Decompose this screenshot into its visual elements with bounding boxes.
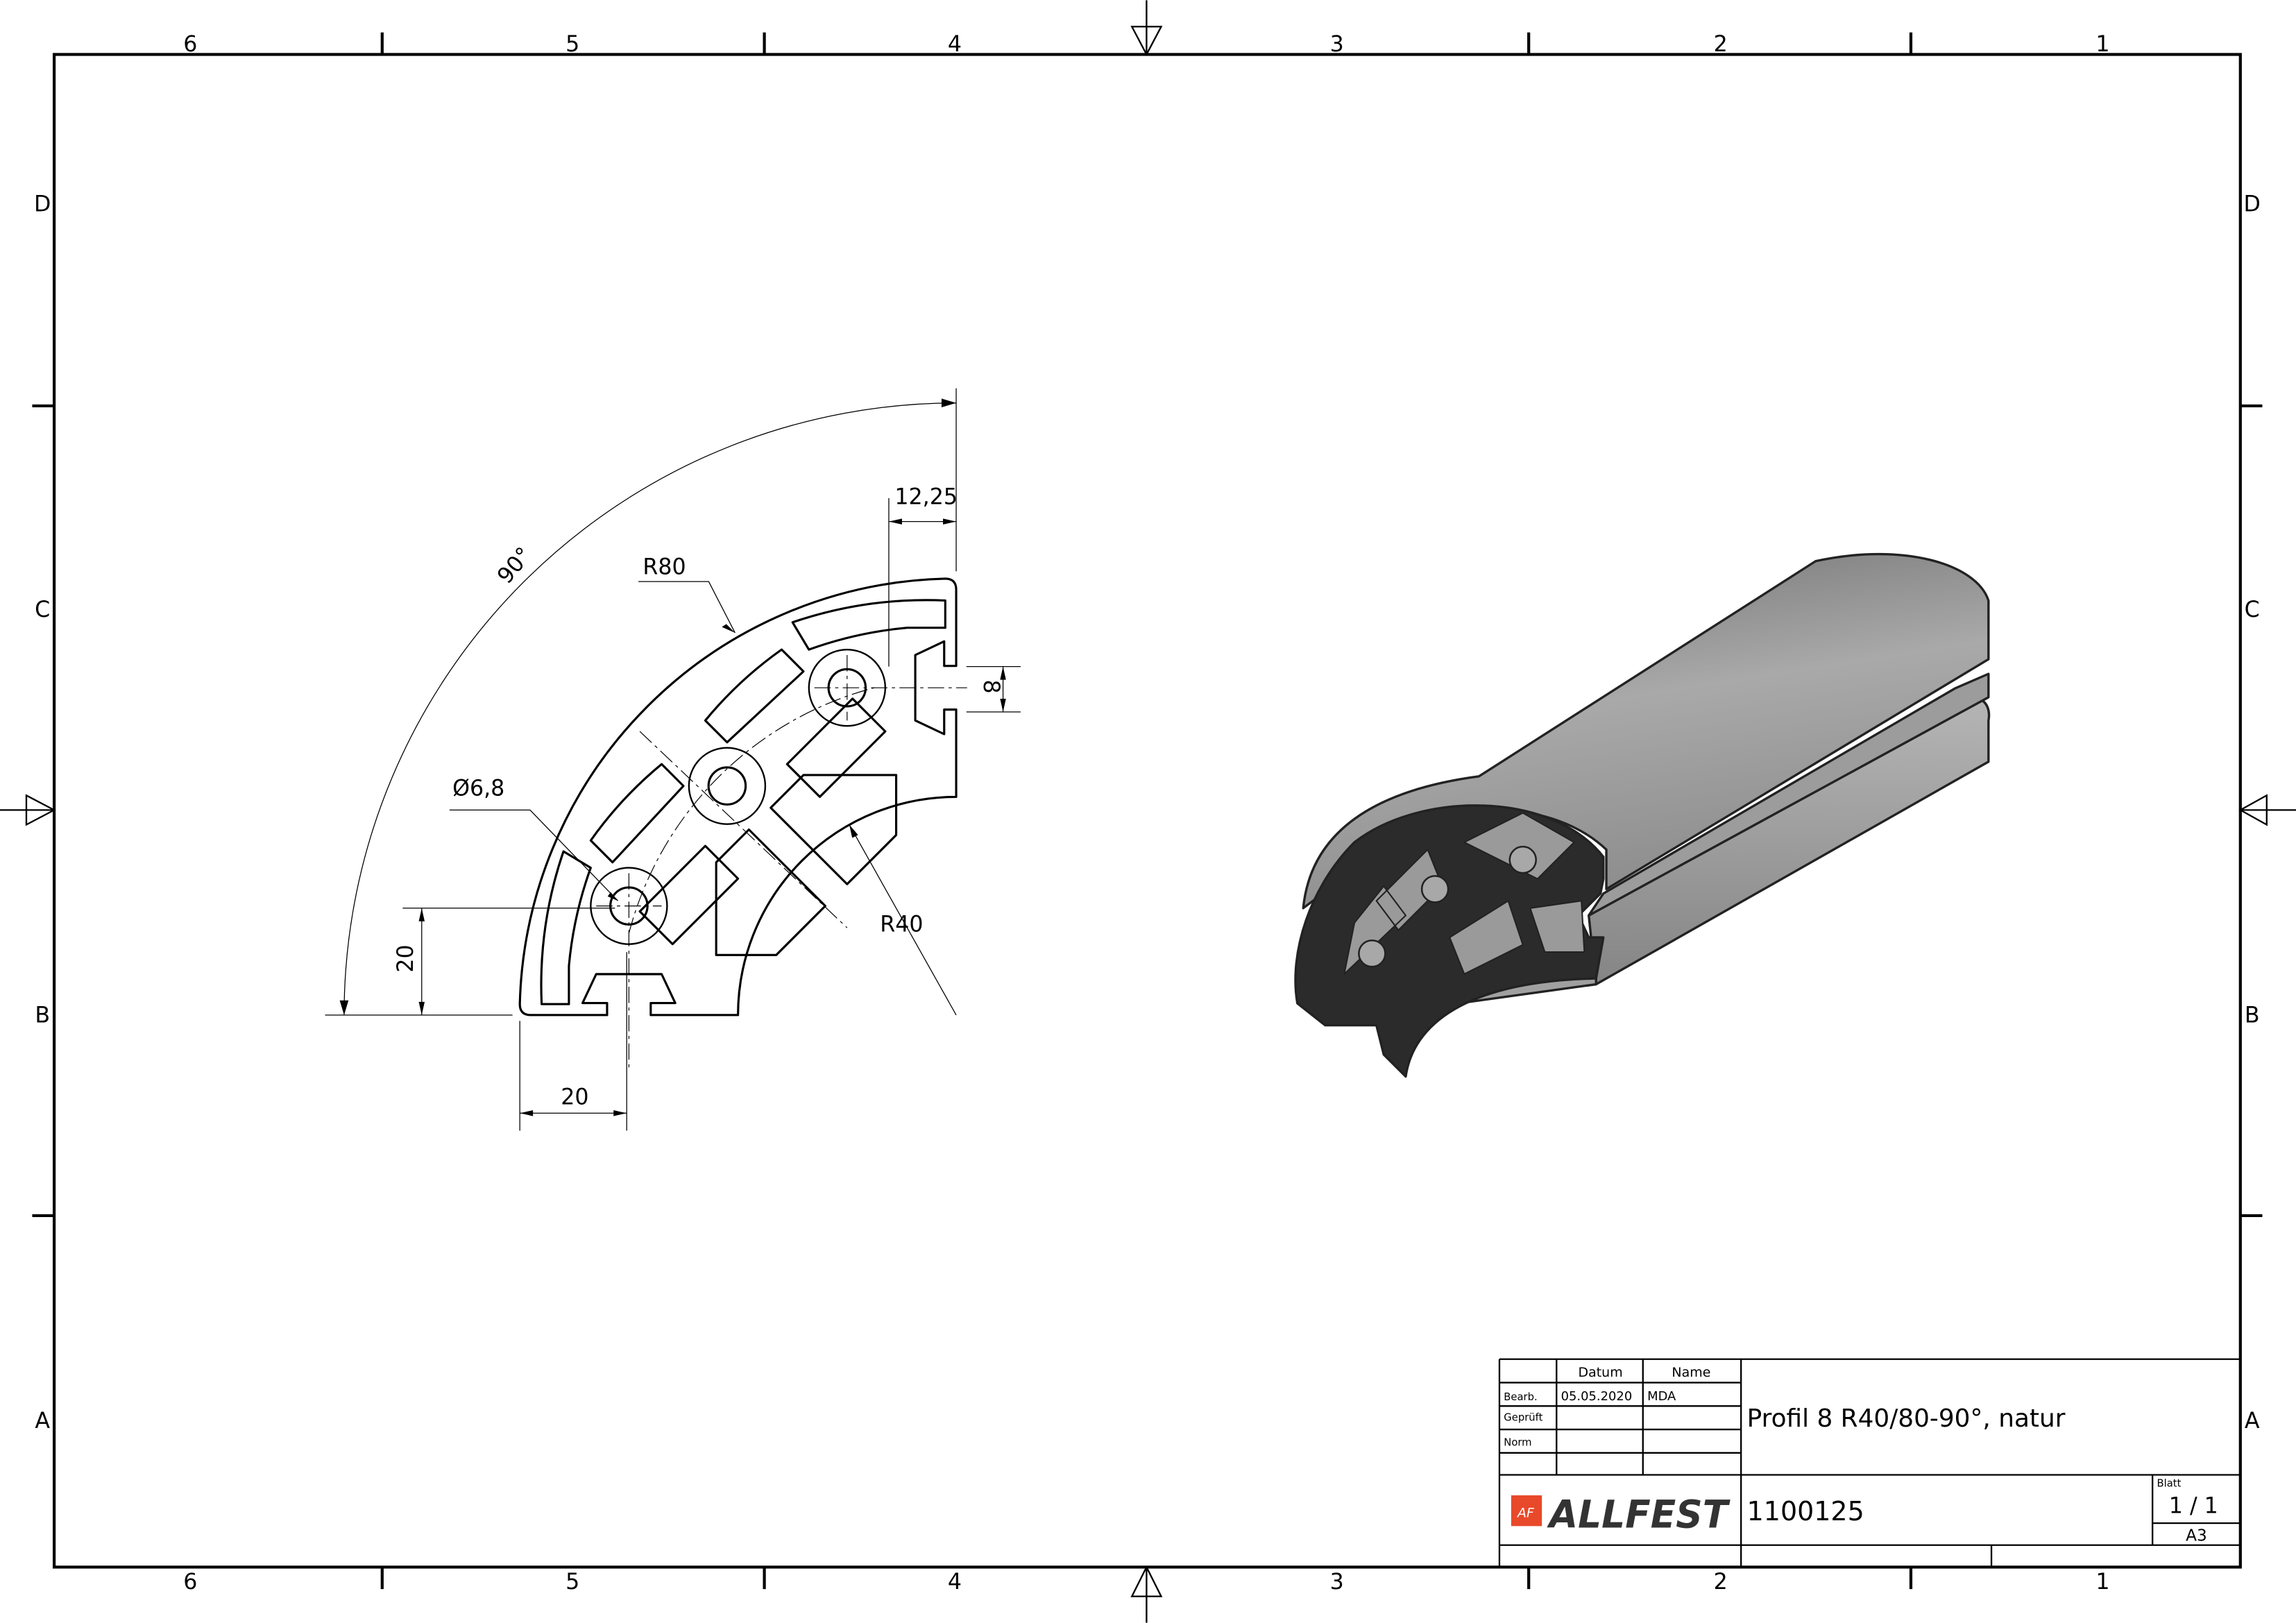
col-label: 2 bbox=[1714, 32, 1728, 57]
profile-3d-render bbox=[1294, 552, 1991, 1078]
col-label: 3 bbox=[1330, 32, 1344, 57]
row-label: D bbox=[2244, 192, 2261, 216]
row-label: C bbox=[35, 597, 50, 622]
col-label: 4 bbox=[948, 1570, 962, 1595]
row-label: A bbox=[35, 1409, 50, 1434]
row-geprueft-label: Geprüft bbox=[1504, 1411, 1542, 1423]
col-label: 5 bbox=[566, 1570, 579, 1595]
outer-radius-dimension: R80 bbox=[643, 555, 686, 580]
col-label: 6 bbox=[183, 32, 197, 57]
hole-center bbox=[707, 766, 747, 806]
part-number: 1100125 bbox=[1747, 1496, 1864, 1527]
drawing-frame bbox=[52, 53, 2242, 1569]
profile-outline bbox=[518, 577, 958, 1017]
logo-mark-text: AF bbox=[1516, 1506, 1535, 1521]
sheet-label: Blatt bbox=[2157, 1477, 2182, 1489]
row-label: A bbox=[2245, 1409, 2260, 1434]
row-label: D bbox=[34, 192, 51, 216]
horizontal-offset-dimension: 20 bbox=[561, 1085, 588, 1110]
title-block: Datum Name Bearb. Geprüft Norm 05.05.202… bbox=[1498, 1358, 2240, 1567]
slot-width-dimension: 8 bbox=[978, 680, 1003, 694]
profile-cavities bbox=[540, 599, 946, 1005]
row-label: B bbox=[35, 1003, 50, 1028]
row-label: C bbox=[2245, 597, 2260, 622]
row-bearb-label: Bearb. bbox=[1504, 1391, 1537, 1403]
vertical-offset-dimension: 20 bbox=[393, 944, 418, 972]
slot-offset-dimension: 12,25 bbox=[894, 484, 958, 509]
angle-dimension: 90° bbox=[493, 543, 537, 588]
paper-format: A3 bbox=[2186, 1526, 2207, 1545]
col-datum-header: Datum bbox=[1578, 1365, 1622, 1380]
column-labels-bottom: 6 5 4 3 2 1 bbox=[183, 1570, 2109, 1595]
dimension-lines bbox=[325, 388, 1021, 1131]
bearb-date: 05.05.2020 bbox=[1561, 1389, 1633, 1404]
drawing-title: Profil 8 R40/80-90°, natur bbox=[1747, 1404, 2066, 1433]
allfest-logo: AF ALLFEST bbox=[1511, 1492, 1731, 1536]
logo-text: ALLFEST bbox=[1547, 1492, 1731, 1536]
frame-ticks bbox=[32, 32, 2263, 1590]
sheet-number: 1 / 1 bbox=[2169, 1493, 2218, 1518]
profile-cross-section bbox=[518, 577, 967, 1070]
center-lines bbox=[596, 655, 967, 1070]
logo-mark-icon bbox=[1511, 1495, 1542, 1527]
bearb-name: MDA bbox=[1647, 1389, 1676, 1404]
col-label: 1 bbox=[2095, 32, 2109, 57]
col-name-header: Name bbox=[1672, 1365, 1710, 1380]
row-labels: D C B A D C B A bbox=[34, 192, 2261, 1434]
column-labels-top: 6 5 4 3 2 1 bbox=[183, 32, 2109, 57]
row-norm-label: Norm bbox=[1504, 1436, 1531, 1448]
col-label: 3 bbox=[1330, 1570, 1344, 1595]
col-label: 2 bbox=[1714, 1570, 1728, 1595]
col-label: 6 bbox=[183, 1570, 197, 1595]
col-label: 5 bbox=[566, 32, 579, 57]
hole-diameter-dimension: Ø6,8 bbox=[452, 776, 504, 801]
col-label: 1 bbox=[2095, 1570, 2109, 1595]
col-label: 4 bbox=[948, 32, 962, 57]
row-label: B bbox=[2245, 1003, 2260, 1028]
inner-radius-dimension: R40 bbox=[880, 912, 923, 937]
